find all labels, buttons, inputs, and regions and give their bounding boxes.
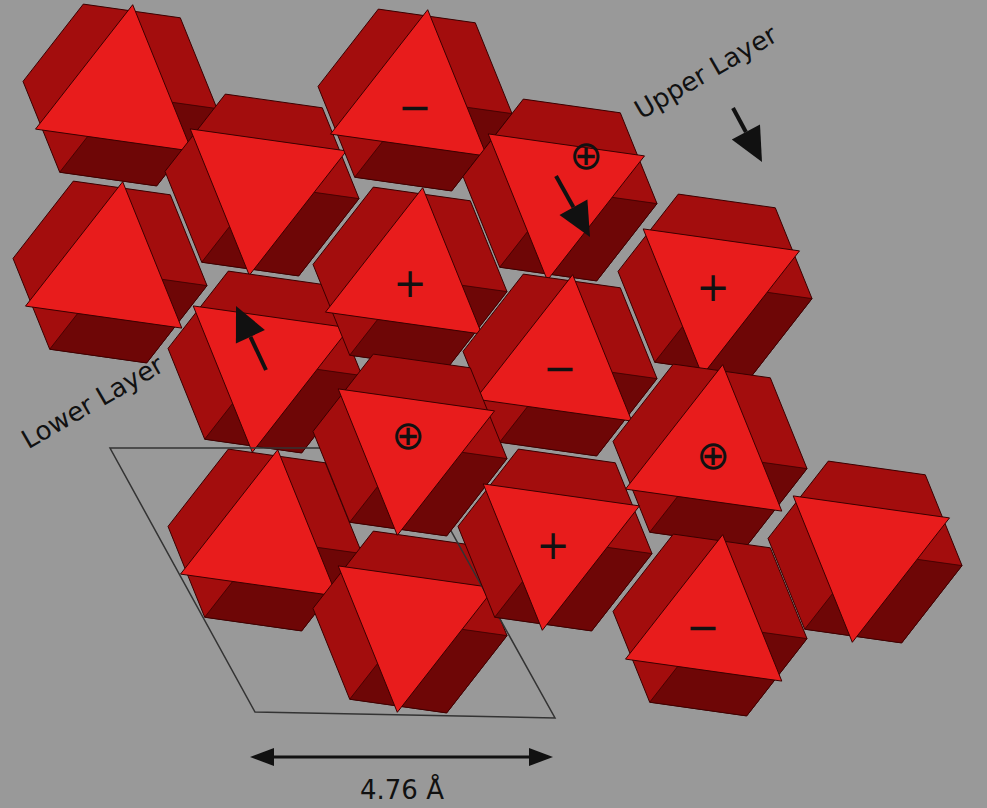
dimension-arrow (250, 748, 553, 766)
dimension-label: 4.76 Å (360, 777, 444, 803)
charge-sign: ⊕ (569, 135, 603, 175)
charge-sign: ⊕ (696, 435, 730, 475)
layer-label: Lower Layer (17, 351, 167, 453)
charge-sign: − (543, 348, 577, 388)
charge-sign: − (686, 607, 720, 647)
layer-arrow (732, 108, 762, 162)
charge-sign: + (536, 525, 570, 565)
layer-label: Upper Layer (630, 21, 781, 123)
charge-sign: + (696, 267, 730, 307)
octahedron: − (610, 525, 810, 725)
charge-sign: + (393, 263, 427, 303)
charge-sign: − (398, 87, 432, 127)
layer-arrow (236, 306, 266, 370)
charge-sign: ⊕ (391, 415, 425, 455)
